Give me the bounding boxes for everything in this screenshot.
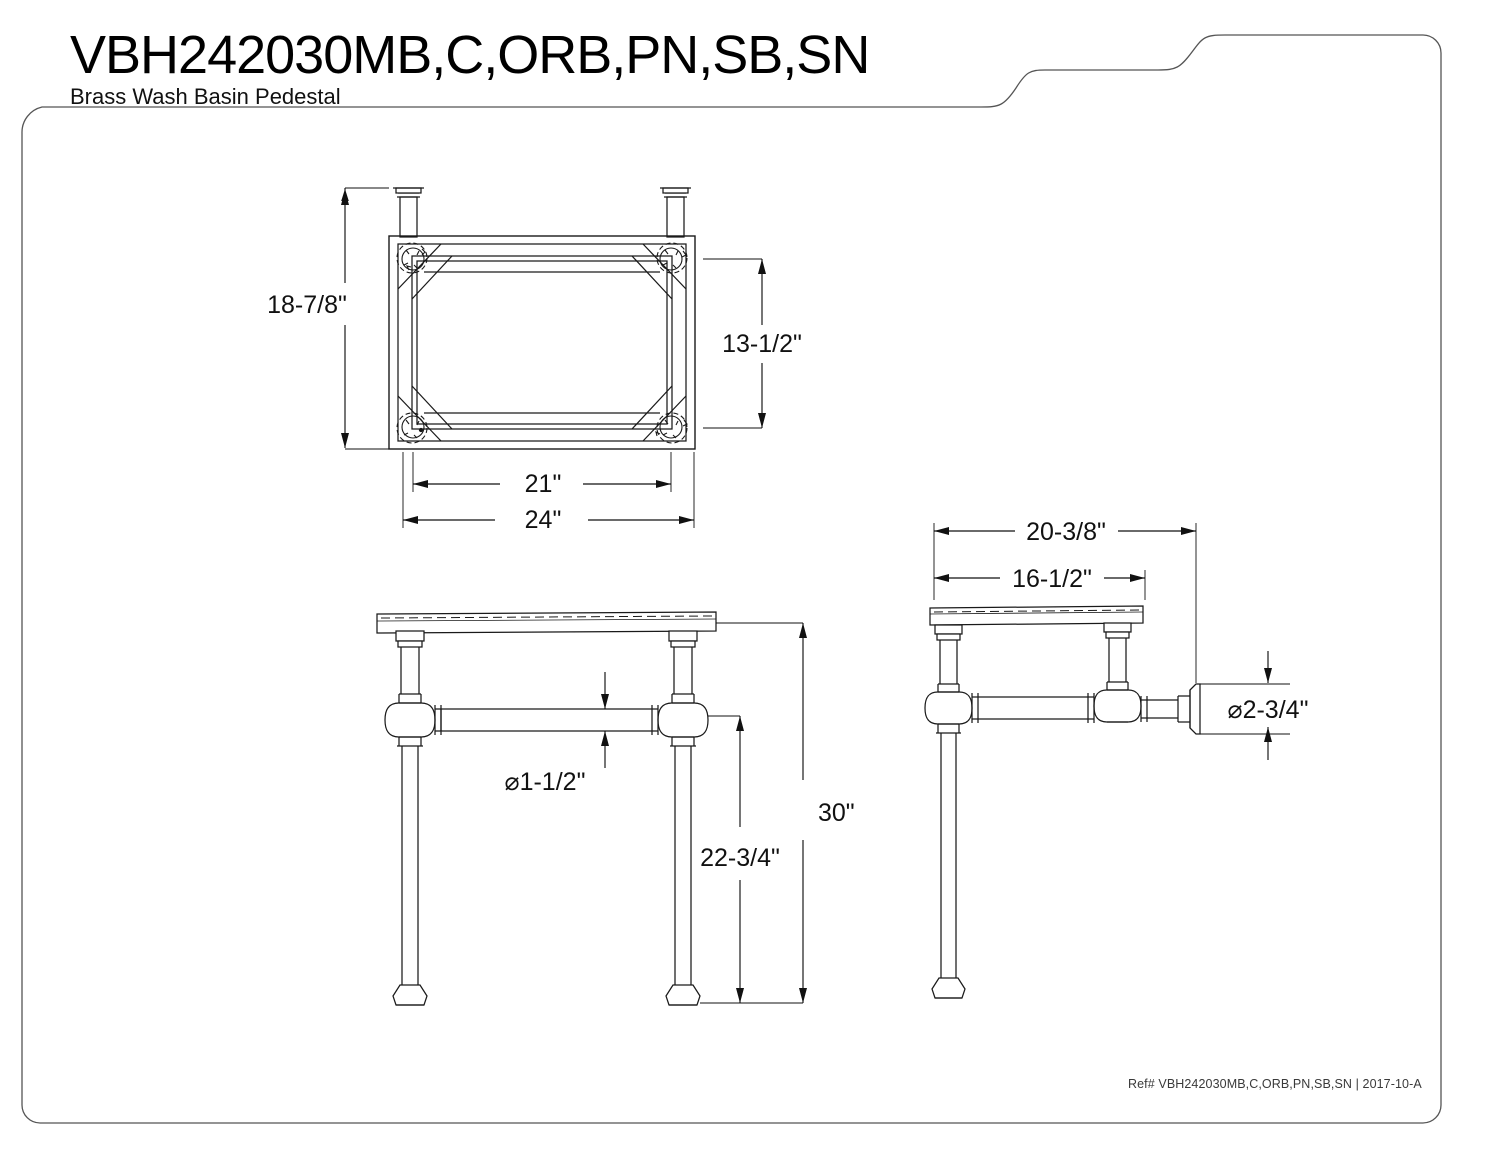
dimension-side-depth: 20-3/8" xyxy=(1026,518,1106,546)
dimension-overall-depth: 18-7/8" xyxy=(267,291,347,319)
dimension-tube-diameter: ⌀1-1/2" xyxy=(505,768,586,796)
dimension-flange-diameter: ⌀2-3/4" xyxy=(1228,696,1309,724)
reference-number: Ref# VBH242030MB,C,ORB,PN,SB,SN | 2017-1… xyxy=(1128,1077,1422,1091)
dimension-overall-width: 24" xyxy=(525,506,562,534)
dimension-overall-height: 30" xyxy=(818,799,855,827)
page-title: VBH242030MB,C,ORB,PN,SB,SN xyxy=(70,25,870,85)
page-subtitle: Brass Wash Basin Pedestal xyxy=(70,84,341,109)
dimension-inner-width: 21" xyxy=(525,470,562,498)
dimension-inner-depth: 13-1/2" xyxy=(722,330,802,358)
dimension-crossbar-height: 22-3/4" xyxy=(700,844,780,872)
header-block: VBH242030MB,C,ORB,PN,SB,SN Brass Wash Ba… xyxy=(70,25,870,109)
dimension-leg-spacing: 16-1/2" xyxy=(1012,565,1092,593)
